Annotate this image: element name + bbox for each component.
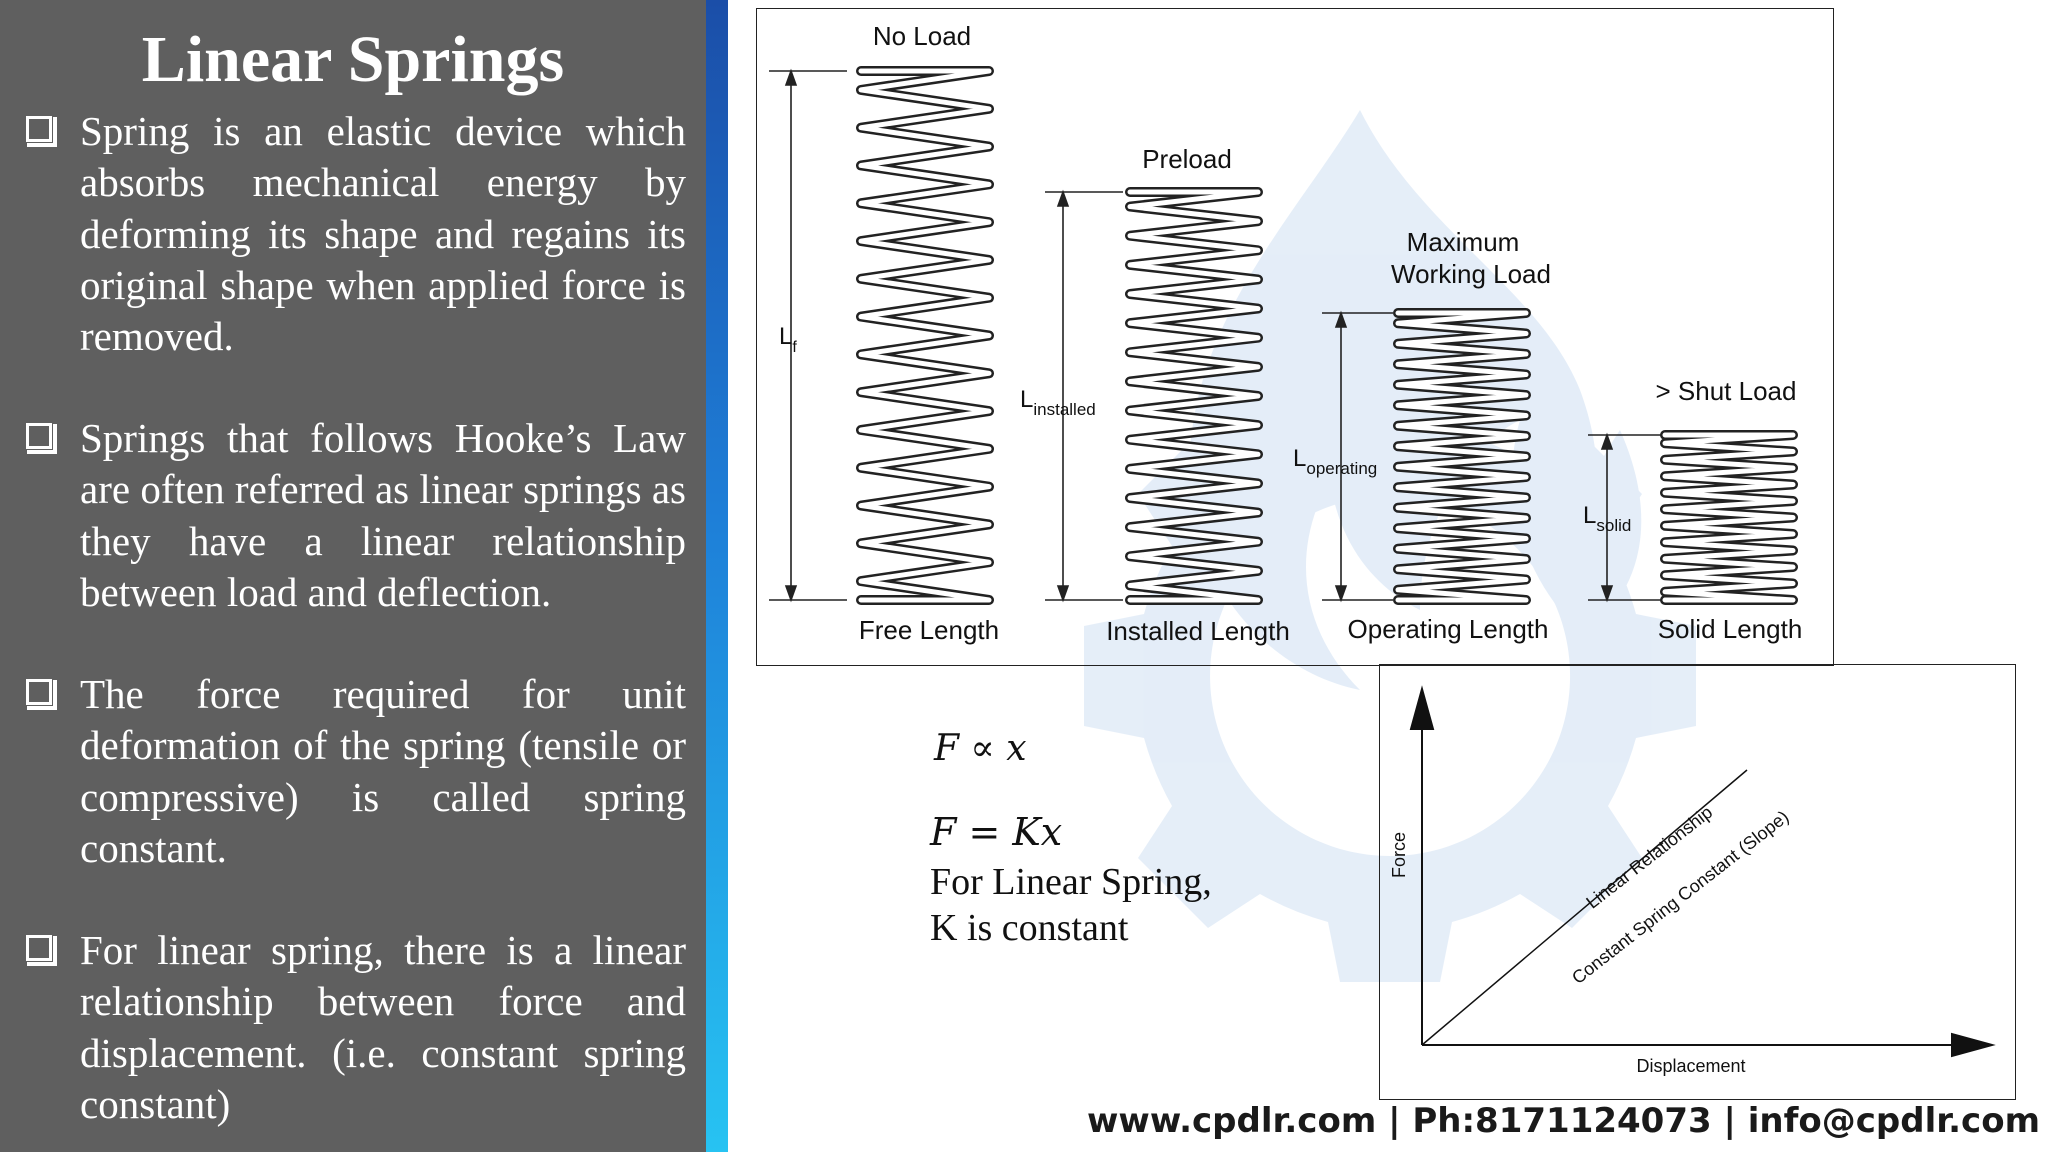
coil-spring [1662,432,1796,603]
dimension-label: Lsolid [1583,502,1631,535]
dimension-label: Linstalled [1020,386,1096,419]
bullet-item: Springs that follows Hooke’s Law are oft… [26,413,686,618]
proportional-formula: F ∝ x [934,728,1027,769]
spring-length-label: Operating Length [1348,614,1549,644]
spring-load-label: No Load [873,21,971,51]
checkbox-bullet-icon [26,679,57,710]
spring-diagram: No Load Preload Maximum Working Load > S… [756,8,1834,666]
slide-title: Linear Springs [141,23,565,96]
coil-spring [1127,189,1261,603]
spring-load-label: Working Load [1391,259,1551,289]
spring-length-label: Installed Length [1106,616,1290,646]
y-axis-arrow [1409,685,1435,730]
x-axis-label: Displacement [1636,1056,1745,1076]
bullet-text: Springs that follows Hooke’s Law are oft… [80,415,686,615]
coil-spring [858,68,992,603]
checkbox-bullet-icon [26,935,57,966]
y-axis-label: Force [1389,832,1409,878]
bullet-text: Spring is an elastic device which absorb… [80,108,686,360]
formula-note: K is constant [930,907,1129,949]
checkbox-bullet-icon [26,423,57,454]
bullet-item: The force required for unit deformation … [26,669,686,874]
bullet-text: The force required for unit deformation … [80,671,686,871]
bullet-text: For linear spring, there is a linear rel… [80,927,686,1127]
checkbox-bullet-icon [26,116,57,147]
dimension-label: Lf [779,323,797,356]
bullet-item: For linear spring, there is a linear rel… [26,925,686,1130]
formula-note: For Linear Spring, [930,861,1212,903]
accent-bar [706,0,728,1152]
coil-spring [1395,310,1529,603]
spring-load-label: Preload [1142,144,1232,174]
footer-contact: www.cpdlr.com | Ph:8171124073 | info@cpd… [1087,1101,2040,1141]
content-panel: Linear Springs Spring is an elastic devi… [0,0,706,1152]
spring-load-label: > Shut Load [1656,376,1797,406]
linear-equation: F = Kx [930,810,1063,854]
spring-length-label: Free Length [859,615,999,645]
force-displacement-graph: Force Displacement Linear Relationship C… [1379,664,2016,1100]
spring-diagram-canvas: No Load Preload Maximum Working Load > S… [769,21,1803,646]
x-axis-arrow [1951,1032,1996,1058]
force-displacement-plot: Force Displacement Linear Relationship C… [1389,685,1996,1076]
flame-gear-logo-watermark [1084,110,1696,982]
dimension-label: Loperating [1293,445,1377,478]
spring-load-label: Maximum [1407,227,1520,257]
bullet-item: Spring is an elastic device which absorb… [26,106,686,362]
linear-relationship-line [1421,769,1748,1046]
spring-length-label: Solid Length [1658,614,1803,644]
